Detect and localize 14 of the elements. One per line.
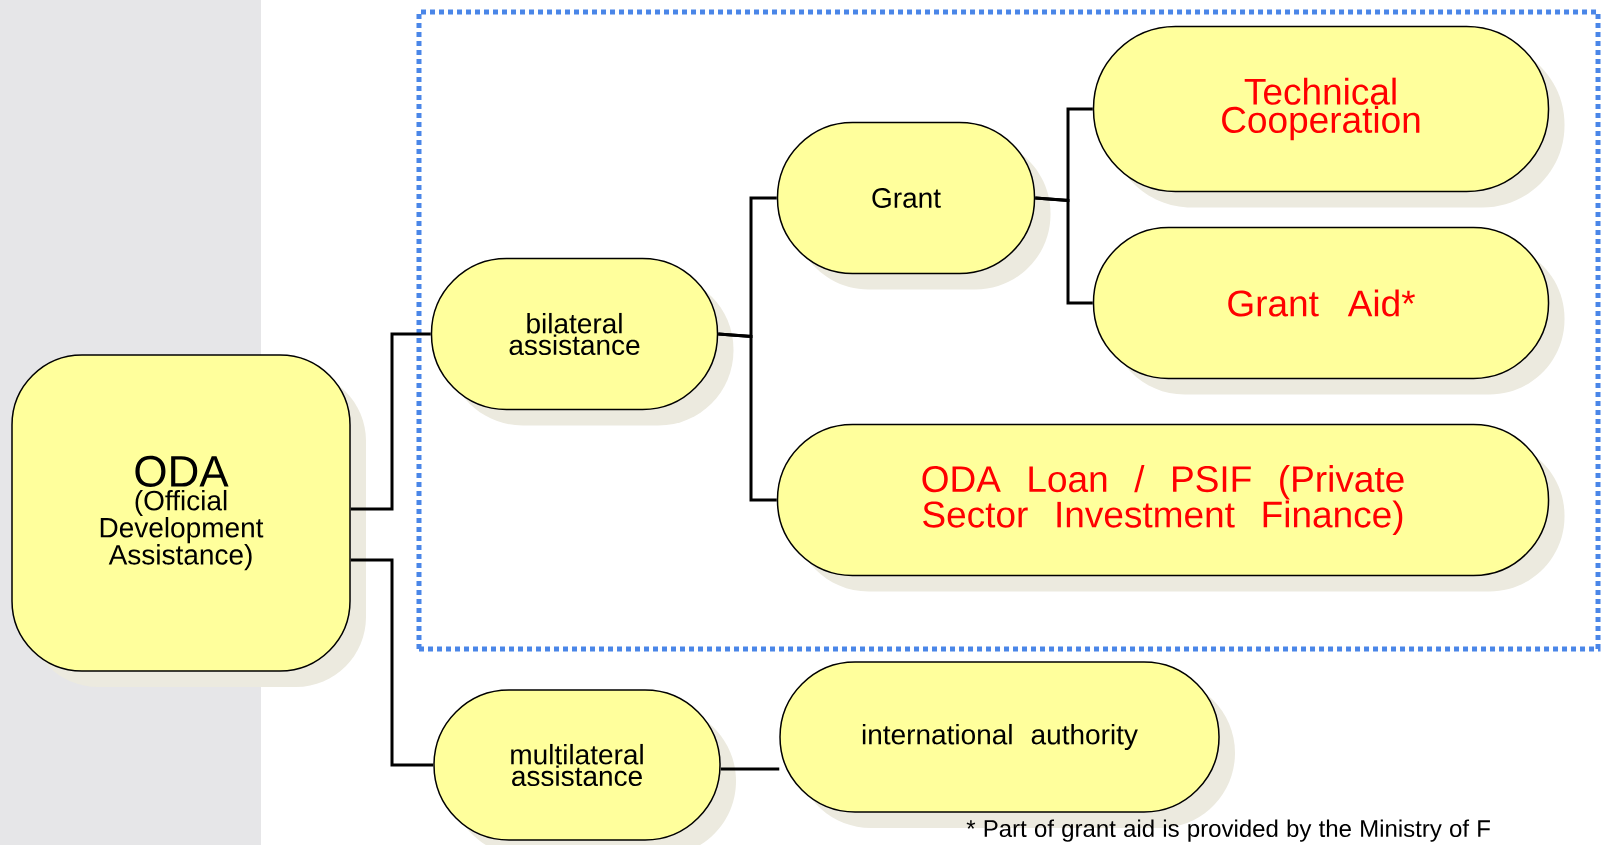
footnote: * Part of grant aid is provided by the Ministry of F	[966, 819, 1490, 842]
type-box: Technical Cooperation	[1092, 25, 1565, 208]
root-box: ODA (Official Development Assistance)	[11, 354, 366, 687]
connector	[350, 332, 431, 511]
connector	[350, 558, 434, 767]
type-box: Grant Aid*	[1092, 226, 1565, 395]
connector	[720, 767, 780, 771]
group-frame	[416, 9, 1601, 652]
connector	[718, 332, 777, 502]
category-box: bilateral assistance	[430, 257, 734, 426]
type-box: ODA Loan / PSIF (Private Sector Investment Finance)	[776, 423, 1565, 592]
category-box: multilateral assistance	[433, 689, 736, 845]
connector	[1035, 196, 1093, 305]
category-box: Grant	[776, 121, 1051, 290]
